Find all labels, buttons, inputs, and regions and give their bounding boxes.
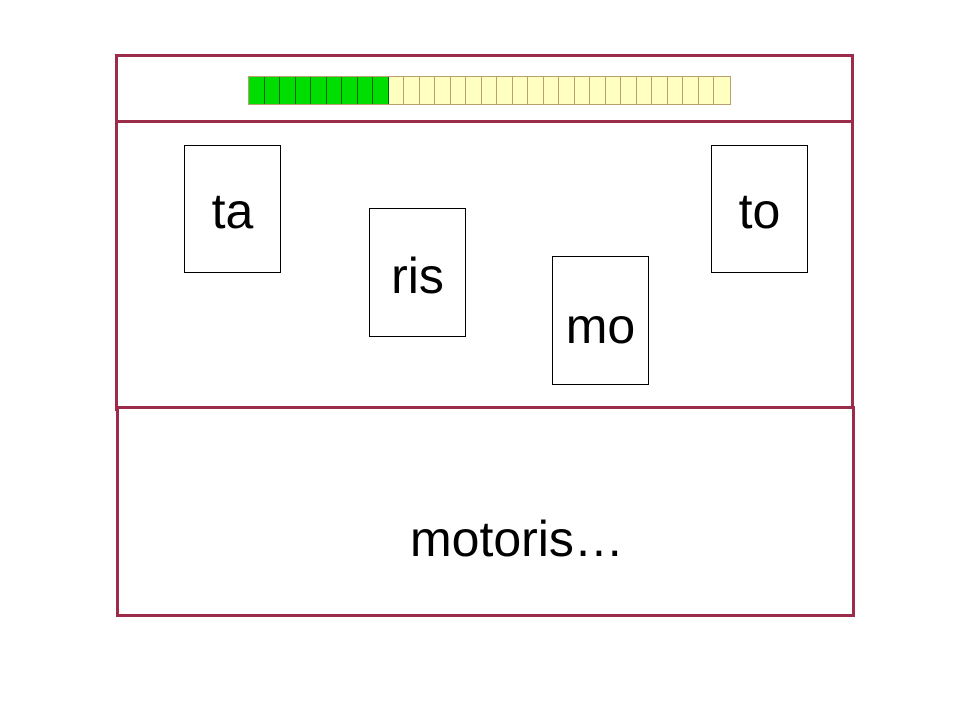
- progress-segment-empty: [621, 77, 637, 104]
- progress-segment-empty: [466, 77, 482, 104]
- progress-segment-filled: [326, 77, 342, 104]
- progress-segment-empty: [435, 77, 451, 104]
- progress-segment-empty: [404, 77, 420, 104]
- progress-segment-empty: [497, 77, 513, 104]
- answer-word: motoris…: [410, 511, 624, 567]
- progress-segment-empty: [528, 77, 544, 104]
- progress-segment-empty: [652, 77, 668, 104]
- syllable-card-to[interactable]: to: [711, 145, 808, 273]
- syllable-card-ta[interactable]: ta: [184, 145, 281, 273]
- progress-segment-empty: [481, 77, 497, 104]
- progress-segment-filled: [264, 77, 280, 104]
- answer-panel: [116, 406, 855, 617]
- progress-segment-empty: [574, 77, 590, 104]
- progress-segment-filled: [249, 77, 265, 104]
- progress-segment-empty: [698, 77, 714, 104]
- syllable-card-label: ta: [211, 183, 254, 239]
- progress-segment-empty: [512, 77, 528, 104]
- progress-segment-empty: [714, 77, 730, 104]
- progress-segment-empty: [683, 77, 699, 104]
- progress-segment-empty: [388, 77, 404, 104]
- syllable-card-label: to: [738, 183, 781, 239]
- progress-segment-empty: [590, 77, 606, 104]
- progress-segment-empty: [605, 77, 621, 104]
- syllable-card-label: mo: [565, 298, 636, 354]
- progress-segment-filled: [373, 77, 389, 104]
- progress-segment-empty: [419, 77, 435, 104]
- progress-segment-empty: [543, 77, 559, 104]
- progress-segment-empty: [559, 77, 575, 104]
- progress-segment-filled: [295, 77, 311, 104]
- progress-segment-empty: [636, 77, 652, 104]
- syllable-card-label: ris: [391, 248, 444, 304]
- progress-segment-filled: [357, 77, 373, 104]
- syllable-card-ris[interactable]: ris: [369, 208, 466, 337]
- progress-bar: [248, 76, 731, 105]
- progress-segment-filled: [311, 77, 327, 104]
- progress-segment-filled: [342, 77, 358, 104]
- progress-segment-filled: [280, 77, 296, 104]
- progress-segment-empty: [667, 77, 683, 104]
- syllable-card-mo[interactable]: mo: [552, 256, 649, 385]
- progress-segment-empty: [450, 77, 466, 104]
